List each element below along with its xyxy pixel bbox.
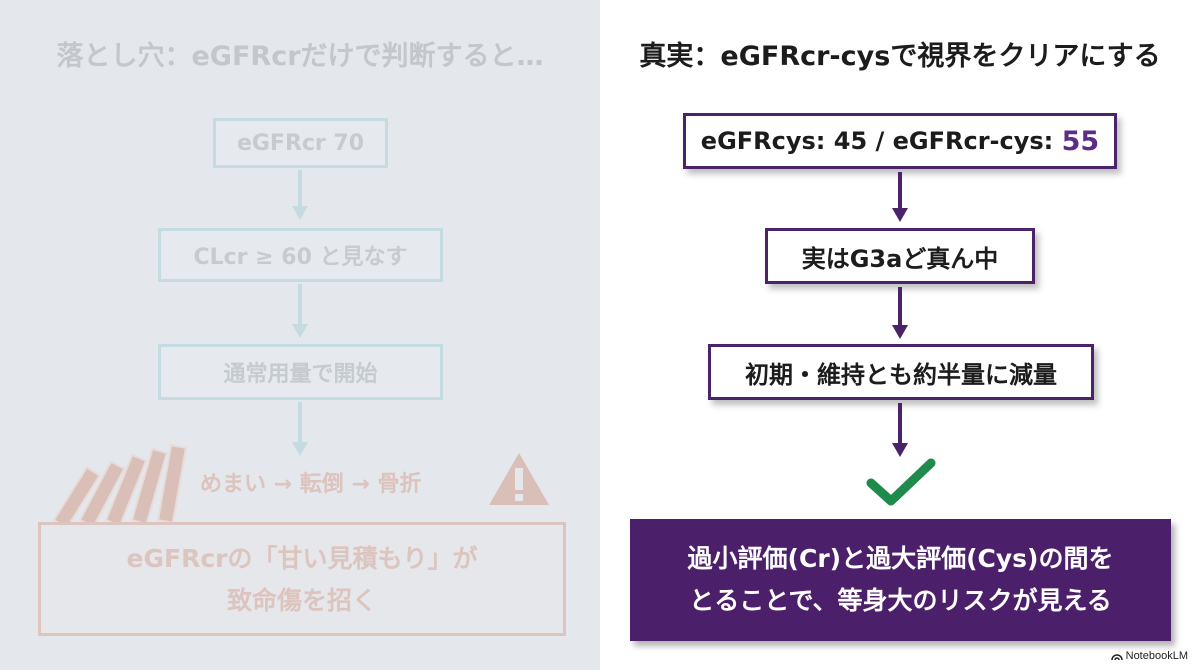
- right-panel: 真実：eGFRcr-cysで視界をクリアにする eGFRcys: 45 / eG…: [600, 0, 1200, 670]
- left-arrow-1: [292, 170, 308, 220]
- conclusion-box: 過小評価(Cr)と過大評価(Cys)の間を とることで、等身大のリスクが見える: [630, 519, 1171, 641]
- falling-dominoes-icon: [52, 443, 188, 524]
- egfrcys-label: eGFRcys: 45 / eGFRcr-cys:: [700, 127, 1062, 155]
- step-standard-dose-box: 通常用量で開始: [158, 344, 443, 400]
- egfrcr-cys-value: 55: [1061, 125, 1100, 157]
- conclusion-line-1: 過小評価(Cr)と過大評価(Cys)の間を: [687, 544, 1114, 573]
- notebooklm-icon: [1110, 653, 1123, 660]
- step-dose-reduction-box: 初期・維持とも約半量に減量: [708, 344, 1094, 400]
- checkmark-icon: [866, 458, 936, 506]
- logo-text: NotebookLM: [1125, 650, 1188, 662]
- right-panel-title: 真実：eGFRcr-cysで視界をクリアにする: [639, 41, 1161, 72]
- warning-triangle-icon: [489, 453, 549, 505]
- warning-line-2: 致命傷を招く: [226, 586, 377, 615]
- conclusion-line-2: とることで、等身大のリスクが見える: [689, 586, 1112, 615]
- step-egfrcr-box: eGFRcr 70: [213, 118, 388, 168]
- left-panel: 落とし穴：eGFRcrだけで判断すると… eGFRcr 70 CLcr ≥ 60…: [0, 0, 600, 670]
- right-arrow-1: [892, 172, 908, 222]
- left-arrow-3: [292, 402, 308, 456]
- warning-line-1: eGFRcrの「甘い見積もり」が: [126, 544, 478, 573]
- step-g3a-box: 実はG3aど真ん中: [765, 228, 1035, 284]
- notebooklm-logo: NotebookLM: [1110, 650, 1188, 662]
- step-clcr-box: CLcr ≥ 60 と見なす: [158, 228, 443, 282]
- left-panel-title: 落とし穴：eGFRcrだけで判断すると…: [56, 41, 544, 72]
- left-arrow-2: [292, 284, 308, 338]
- right-arrow-2: [892, 287, 908, 339]
- warning-box: eGFRcrの「甘い見積もり」が 致命傷を招く: [38, 522, 566, 636]
- step-egfrcys-box: eGFRcys: 45 / eGFRcr-cys: 55: [683, 113, 1117, 169]
- right-arrow-3: [892, 403, 908, 457]
- danger-sequence-text: めまい → 転倒 → 骨折: [200, 472, 422, 497]
